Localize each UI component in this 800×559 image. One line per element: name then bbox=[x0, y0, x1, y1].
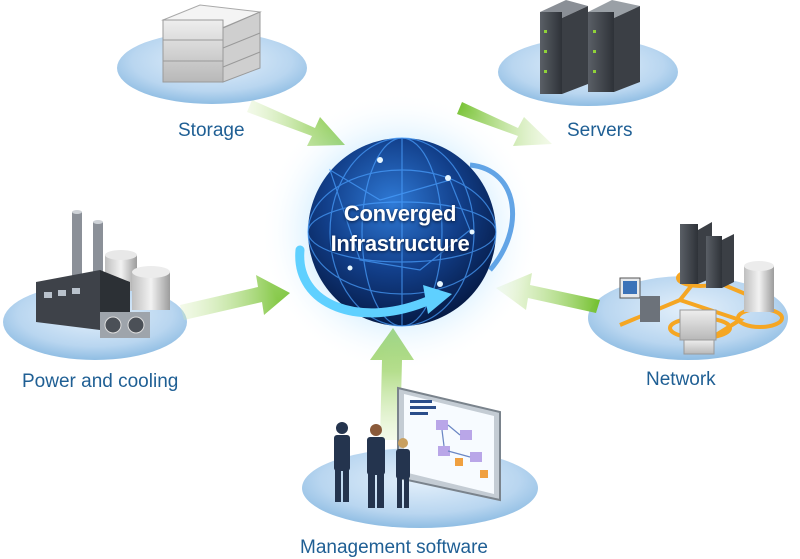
server-rack-icon bbox=[540, 0, 640, 94]
business-people-icon bbox=[334, 422, 410, 508]
network-label: Network bbox=[646, 369, 716, 390]
globe-icon bbox=[260, 92, 540, 372]
arrow-power bbox=[180, 275, 290, 320]
network-icon bbox=[619, 222, 784, 355]
presentation-board-icon bbox=[397, 386, 501, 502]
storage-label: Storage bbox=[178, 120, 245, 141]
management-software-label: Management software bbox=[300, 537, 488, 558]
center-title-line1: Converged bbox=[343, 201, 457, 226]
power-cooling-label: Power and cooling bbox=[22, 371, 179, 392]
factory-icon bbox=[36, 210, 170, 338]
storage-unit-icon bbox=[161, 4, 262, 83]
center-title-line2: Infrastructure bbox=[330, 231, 470, 256]
arrow-servers bbox=[457, 102, 552, 146]
servers-label: Servers bbox=[567, 120, 633, 141]
